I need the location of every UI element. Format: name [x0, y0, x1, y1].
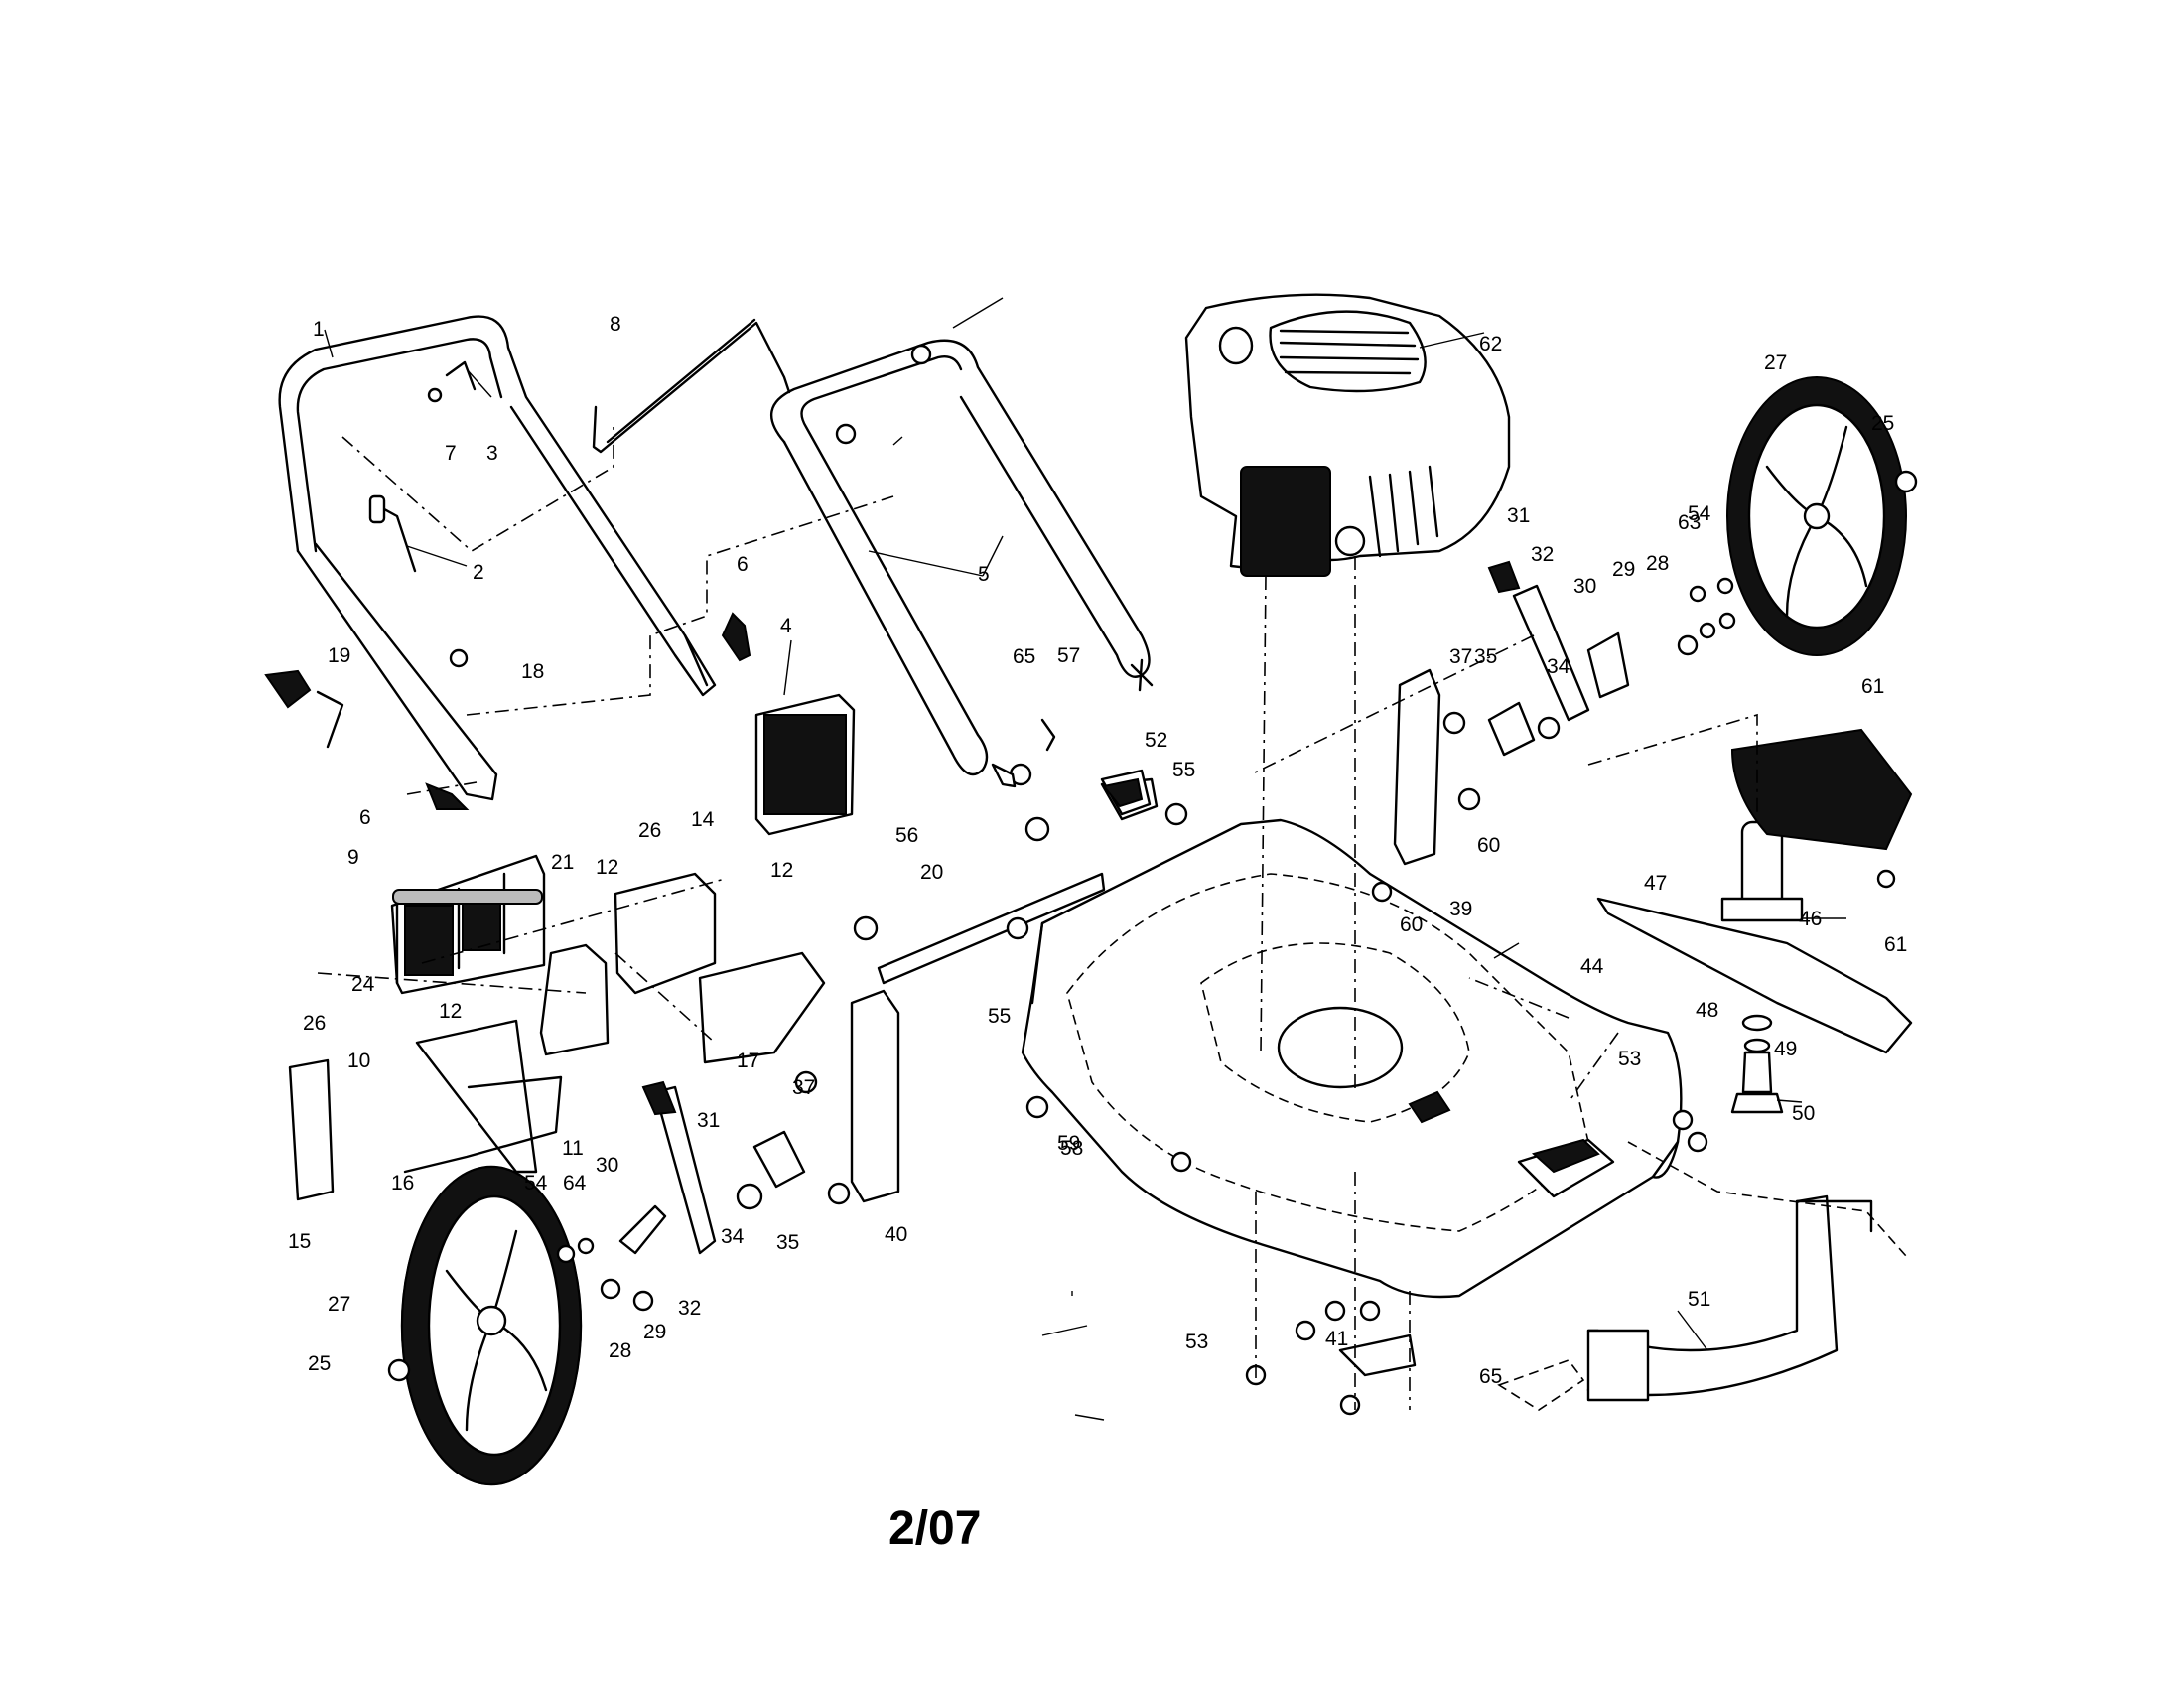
callout-leaders — [324, 297, 1846, 1421]
callout-label: 5 — [978, 563, 990, 586]
callout-label: 44 — [1580, 955, 1604, 978]
callout-label: 2 — [473, 561, 484, 584]
rear-door — [390, 854, 546, 995]
callout-label: 40 — [885, 1223, 907, 1246]
callout-label: 34 — [1547, 655, 1570, 678]
callout-label: 25 — [308, 1352, 331, 1375]
lower-handle — [278, 315, 717, 801]
callout-label: 30 — [596, 1154, 618, 1177]
callout-label: 24 — [351, 973, 375, 996]
callout-label: 53 — [1618, 1048, 1641, 1070]
callout-label: 10 — [347, 1050, 370, 1072]
callout-label: 65 — [1013, 645, 1035, 668]
upper-handle — [769, 339, 1151, 776]
callout-label: 39 — [1449, 898, 1472, 920]
callout-label: 29 — [1612, 558, 1635, 581]
callout-label: 55 — [988, 1005, 1011, 1028]
figure-date: 2/07 — [888, 1502, 981, 1555]
callout-label: 21 — [551, 851, 574, 874]
hinge-brackets — [288, 872, 826, 1201]
callout-label: 58 — [1060, 1137, 1083, 1160]
callout-labels: 1 2 3 4 5 6 6 7 8 9 10 11 12 12 12 14 15… — [288, 313, 1907, 1388]
callout-label: 20 — [920, 861, 943, 884]
callout-label: 31 — [697, 1109, 720, 1132]
callout-label: 1 — [313, 318, 325, 341]
callout-label: 37 — [792, 1076, 815, 1099]
callout-label: 59 — [1057, 1132, 1080, 1155]
callout-label: 11 — [562, 1137, 584, 1160]
callout-label: 57 — [1057, 644, 1080, 667]
callout-label: 14 — [691, 808, 715, 831]
callout-label: 62 — [1479, 333, 1502, 355]
callout-label: 34 — [721, 1225, 745, 1248]
callout-label: 54 — [1688, 502, 1711, 525]
callout-label: 48 — [1696, 999, 1718, 1022]
callout-label: 61 — [1861, 675, 1884, 698]
control-bail — [592, 318, 791, 454]
callout-label: 37 — [1449, 645, 1472, 668]
right-rear-wheel — [1726, 376, 1918, 656]
left-rear-wheel — [400, 1165, 583, 1486]
mower-deck — [1021, 818, 1683, 1299]
callout-label: 19 — [328, 644, 350, 667]
engine — [1184, 293, 1511, 1092]
callout-label: 49 — [1774, 1038, 1797, 1060]
callout-label: 65 — [1479, 1365, 1502, 1388]
callout-label: 53 — [1185, 1331, 1208, 1353]
pivot-lines-handle — [341, 427, 894, 795]
callout-label: 35 — [1474, 645, 1497, 668]
left-wheel-hardware — [387, 989, 900, 1382]
callout-label: 51 — [1688, 1288, 1710, 1311]
callout-label: 12 — [439, 1000, 462, 1023]
callout-label: 6 — [359, 806, 371, 829]
callout-label: 25 — [1871, 412, 1894, 435]
callout-label: 6 — [737, 553, 749, 576]
callout-label: 15 — [288, 1230, 311, 1253]
callout-label: 64 — [563, 1172, 587, 1194]
callout-label: 32 — [678, 1297, 701, 1320]
callout-label: 41 — [1325, 1328, 1348, 1350]
callout-label: 30 — [1573, 575, 1596, 598]
callout-label: 52 — [1145, 729, 1167, 752]
callout-label: 50 — [1792, 1102, 1815, 1125]
callout-label: 63 — [1678, 511, 1701, 534]
callout-label: 54 — [524, 1172, 548, 1194]
callout-label: 27 — [328, 1293, 350, 1316]
callout-label: 18 — [521, 660, 544, 683]
callout-label: 32 — [1531, 543, 1554, 566]
callout-label: 9 — [347, 846, 359, 869]
mulch-plug-and-fasteners — [1100, 769, 1907, 1416]
right-height-adjuster — [1250, 560, 1736, 903]
callout-label: 47 — [1644, 872, 1667, 895]
blade-assembly — [1468, 713, 1913, 1114]
callout-label: 12 — [596, 856, 618, 879]
grass-catcher-frame — [754, 693, 856, 836]
callout-label: 56 — [895, 824, 918, 847]
callout-label: 46 — [1799, 908, 1822, 930]
callout-label: 17 — [737, 1050, 759, 1072]
callout-label: 8 — [610, 313, 621, 336]
callout-label: 4 — [780, 615, 792, 637]
callout-label: 29 — [643, 1321, 666, 1343]
callout-label: 60 — [1400, 913, 1423, 936]
callout-label: 7 — [445, 442, 457, 465]
handle-hardware — [264, 344, 1154, 810]
callout-label: 26 — [303, 1012, 326, 1035]
callout-label: 28 — [609, 1339, 631, 1362]
callout-label: 55 — [1172, 759, 1195, 781]
callout-label: 16 — [391, 1172, 414, 1194]
callout-label: 61 — [1884, 933, 1907, 956]
callout-label: 27 — [1764, 351, 1787, 374]
callout-label: 31 — [1507, 504, 1530, 527]
callout-label: 3 — [486, 442, 498, 465]
callout-label: 12 — [770, 859, 793, 882]
callout-label: 60 — [1477, 834, 1500, 857]
callout-label: 28 — [1646, 552, 1669, 575]
callout-label: 35 — [776, 1231, 799, 1254]
callout-label: 26 — [638, 819, 661, 842]
